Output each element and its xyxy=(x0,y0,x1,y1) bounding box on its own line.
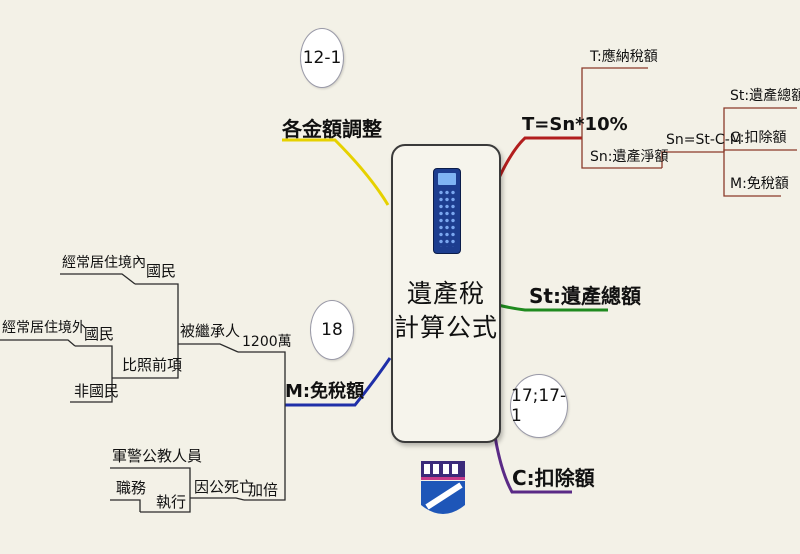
formula-label: T=Sn*10% xyxy=(522,114,628,135)
center-title-line2: 計算公式 xyxy=(393,313,498,342)
execute-label: 執行 xyxy=(156,493,187,511)
heir-label: 被繼承人 xyxy=(180,322,241,340)
compare-national-label: 國民 xyxy=(84,325,115,343)
tax-payable-label: T:應納稅額 xyxy=(590,49,658,65)
mm-logo xyxy=(421,461,465,514)
exemption-amount-label: 1200萬 xyxy=(242,334,292,350)
death-on-duty-label: 因公死亡 xyxy=(194,478,255,496)
double-label: 加倍 xyxy=(248,481,279,499)
center-node: 遺產稅 計算公式 xyxy=(391,144,501,443)
net-formula-label: Sn=St-C-M xyxy=(666,132,742,148)
article-bubble-12-1: 12-1 xyxy=(300,28,344,88)
public-servant-label: 軍警公教人員 xyxy=(112,447,203,465)
calculator-icon xyxy=(433,168,461,254)
exemption-label: M:免稅額 xyxy=(285,381,365,402)
center-title-line1: 遺產稅 xyxy=(406,279,485,308)
formula-item-deduction: C:扣除額 xyxy=(730,130,787,146)
formula-item-total: St:遺產總額 xyxy=(730,88,800,104)
non-national-label: 非國民 xyxy=(74,382,120,400)
resident-abroad-label: 經常居住境外 xyxy=(2,320,86,336)
total-estate-label: St:遺產總額 xyxy=(529,284,641,308)
duty-label: 職務 xyxy=(116,479,147,497)
deduction-label: C:扣除額 xyxy=(512,466,595,490)
national-label: 國民 xyxy=(146,262,177,280)
article-bubble-18: 18 xyxy=(310,300,354,360)
article-bubble-17: 17;17-1 xyxy=(510,374,568,438)
resident-domestic-label: 經常居住境內 xyxy=(62,255,146,271)
branch-formula xyxy=(496,136,582,181)
adjustment-label: 各金額調整 xyxy=(282,117,382,141)
branch-exemption xyxy=(285,357,392,407)
branch-top-left xyxy=(282,138,390,206)
net-estate-label: Sn:遺產淨額 xyxy=(590,149,669,165)
compare-label: 比照前項 xyxy=(122,356,183,374)
formula-item-exemption: M:免稅額 xyxy=(730,176,789,192)
